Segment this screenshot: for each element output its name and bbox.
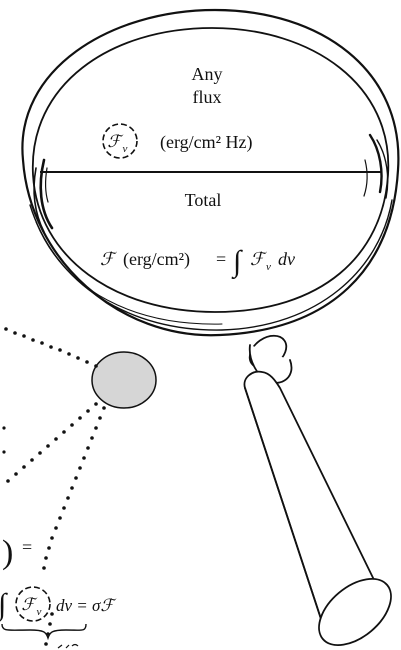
- dotted-line-middle: [6, 402, 98, 483]
- fragment-cutoff-glyphs: [58, 645, 78, 649]
- dotted-line-left-stub: [2, 426, 5, 453]
- frame-thickness-lower: [30, 200, 392, 330]
- magnified-spot: [92, 352, 156, 408]
- spectral-flux-subscript: ν: [123, 143, 128, 155]
- total-flux-integrand: ℱ: [250, 249, 267, 269]
- total-flux-integrand-subscript: ν: [266, 261, 271, 273]
- fragment-underbrace: [2, 624, 86, 638]
- total-flux-differential: dν: [278, 249, 295, 269]
- total-flux-integral: ∫: [231, 245, 243, 280]
- magnifier-handle: [244, 329, 401, 650]
- frame-thickness-lower-2: [36, 222, 222, 324]
- fragment-integral: ∫: [0, 588, 8, 623]
- spectral-flux-units: (erg/cm² Hz): [160, 132, 253, 153]
- label-total: Total: [185, 190, 222, 210]
- fragment-result: dν = σℱ: [56, 596, 117, 615]
- total-flux-units: (erg/cm²): [123, 249, 190, 270]
- fragment-integrand-subscript: ν: [37, 606, 42, 618]
- label-any: Any: [192, 64, 223, 84]
- total-flux-symbol: ℱ: [100, 249, 117, 269]
- label-flux: flux: [193, 87, 222, 107]
- fragment-equals: =: [22, 537, 32, 557]
- total-flux-equals: =: [216, 249, 226, 269]
- fragment-paren: ): [2, 534, 13, 571]
- dotted-line-upper: [4, 327, 98, 368]
- reflection-right-3: [364, 160, 367, 196]
- reflection-left-3: [46, 168, 48, 202]
